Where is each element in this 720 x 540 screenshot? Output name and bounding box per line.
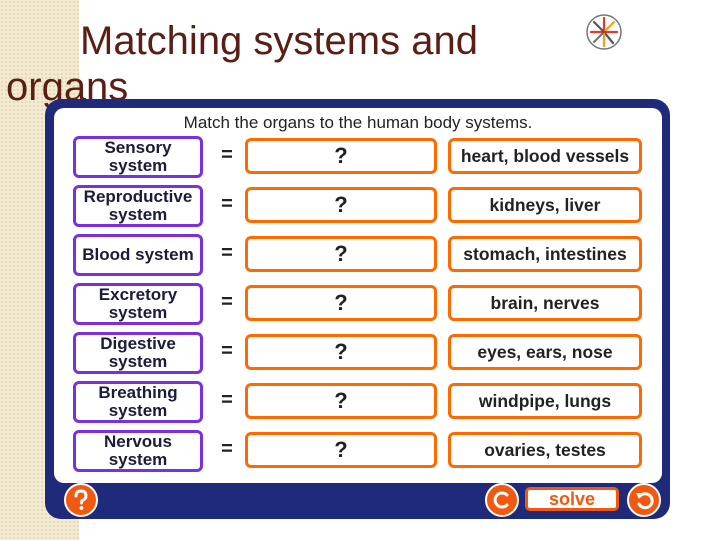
equals-sign: =	[221, 389, 233, 411]
equals-sign: =	[221, 193, 233, 215]
organ-tile[interactable]: ovaries, testes	[448, 432, 642, 468]
equals-sign: =	[221, 144, 233, 166]
organ-tile[interactable]: brain, nerves	[448, 285, 642, 321]
answer-drop-slot[interactable]: ?	[245, 236, 437, 272]
matching-row: Digestive system = ? eyes, ears, nose	[0, 332, 720, 378]
matching-row: Blood system = ? stomach, intestines	[0, 234, 720, 280]
system-tile-blood[interactable]: Blood system	[73, 234, 203, 276]
organ-tile[interactable]: kidneys, liver	[448, 187, 642, 223]
sunburst-logo-icon	[586, 14, 622, 50]
system-tile-digestive[interactable]: Digestive system	[73, 332, 203, 374]
system-tile-excretory[interactable]: Excretory system	[73, 283, 203, 325]
organ-tile[interactable]: eyes, ears, nose	[448, 334, 642, 370]
system-tile-sensory[interactable]: Sensory system	[73, 136, 203, 178]
slide-title: Matching systems and organs	[6, 19, 478, 109]
matching-row: Nervous system = ? ovaries, testes	[0, 430, 720, 476]
answer-drop-slot[interactable]: ?	[245, 285, 437, 321]
undo-button[interactable]	[627, 483, 661, 517]
answer-drop-slot[interactable]: ?	[245, 383, 437, 419]
equals-sign: =	[221, 242, 233, 264]
answer-drop-slot[interactable]: ?	[245, 432, 437, 468]
equals-sign: =	[221, 438, 233, 460]
matching-row: Reproductive system = ? kidneys, liver	[0, 185, 720, 231]
matching-row: Breathing system = ? windpipe, lungs	[0, 381, 720, 427]
question-mark-icon	[74, 489, 88, 510]
matching-row: Excretory system = ? brain, nerves	[0, 283, 720, 329]
instruction-text: Match the organs to the human body syste…	[183, 113, 533, 132]
undo-arrow-icon	[636, 492, 654, 510]
organ-tile[interactable]: windpipe, lungs	[448, 383, 642, 419]
answer-drop-slot[interactable]: ?	[245, 187, 437, 223]
answer-drop-slot[interactable]: ?	[245, 334, 437, 370]
system-tile-breathing[interactable]: Breathing system	[73, 381, 203, 423]
reset-button[interactable]	[485, 483, 519, 517]
solve-button[interactable]: solve	[525, 487, 619, 511]
system-tile-reproductive[interactable]: Reproductive system	[73, 185, 203, 227]
equals-sign: =	[221, 291, 233, 313]
organ-tile[interactable]: stomach, intestines	[448, 236, 642, 272]
organ-tile[interactable]: heart, blood vessels	[448, 138, 642, 174]
equals-sign: =	[221, 340, 233, 362]
system-tile-nervous[interactable]: Nervous system	[73, 430, 203, 472]
help-button[interactable]	[64, 483, 98, 517]
matching-row: Sensory system = ? heart, blood vessels	[0, 136, 720, 182]
answer-drop-slot[interactable]: ?	[245, 138, 437, 174]
reset-c-icon	[493, 491, 509, 509]
